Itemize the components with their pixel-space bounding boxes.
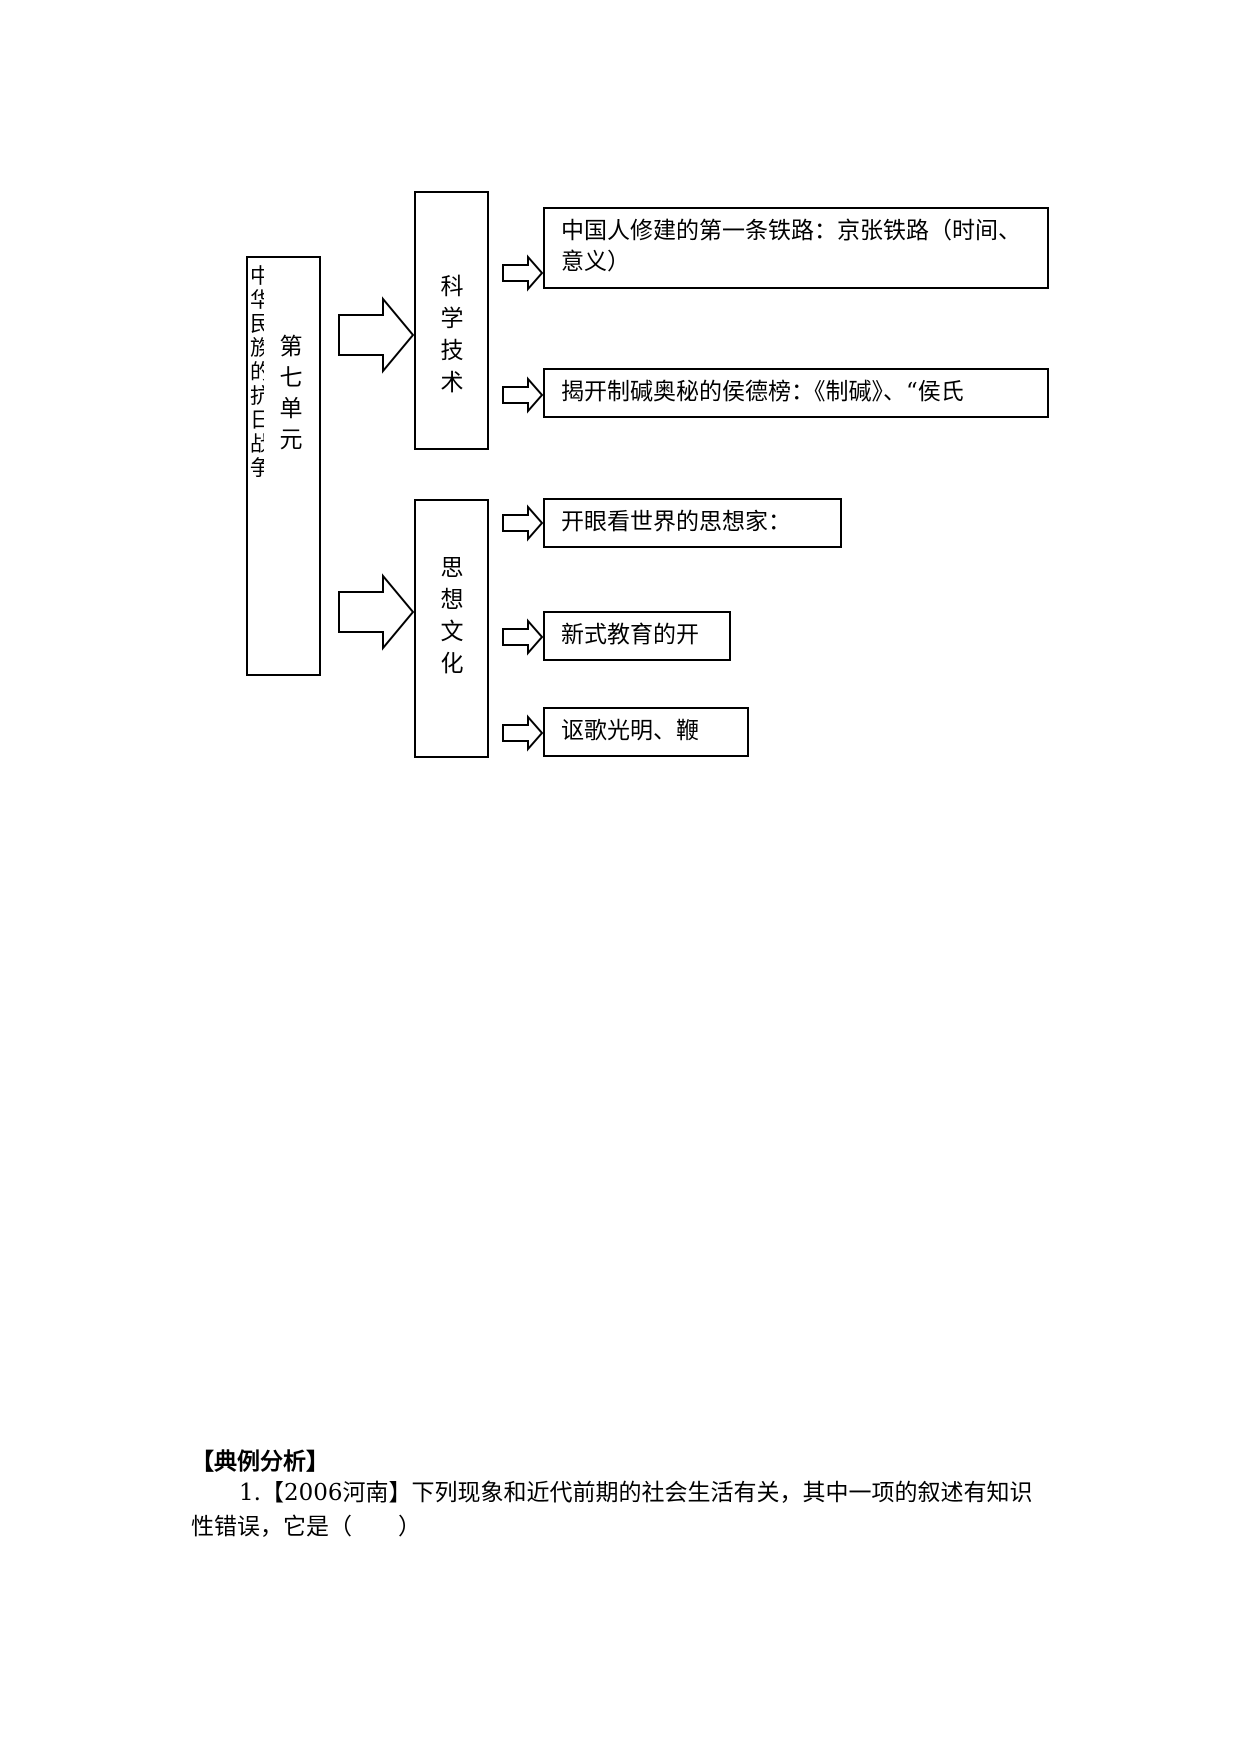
branch-char: 技 (440, 338, 464, 364)
leaf-education-text: 新式教育的开 (561, 622, 699, 648)
leaf-thinkers (543, 498, 842, 548)
branch-char: 化 (440, 651, 464, 677)
root-clipped-char: 争 (250, 456, 264, 480)
branch-thought-culture-label: 思 想 文 化 (436, 552, 468, 680)
root-label: 第 七 单 元 (276, 332, 306, 456)
branch-char: 思 (440, 555, 464, 581)
branch-char: 文 (440, 619, 464, 645)
arrow-to-science (338, 296, 415, 374)
branch-char: 术 (440, 370, 464, 396)
branch-char: 学 (440, 306, 464, 332)
arrow-to-leaf (502, 504, 544, 542)
section-heading: 【典例分析】 (191, 1449, 329, 1475)
root-clipped-char: 抗 (250, 384, 264, 408)
leaf-education (543, 611, 731, 661)
root-clipped-label: 中 华 民 族 的 抗 日 战 争 (250, 264, 264, 484)
leaf-literature (543, 707, 749, 757)
root-clipped-char: 的 (250, 360, 264, 384)
leaf-railway-text: 中国人修建的第一条铁路：京张铁路（时间、意义） (561, 218, 1021, 275)
arrow-to-leaf (502, 376, 544, 414)
root-clipped-char: 华 (250, 288, 264, 312)
root-node (246, 256, 321, 676)
root-char: 单 (279, 396, 303, 422)
question-paragraph: 1.【2006河南】下列现象和近代前期的社会生活有关，其中一项的叙述有知识性错误… (191, 1476, 1051, 1544)
root-char: 元 (279, 427, 303, 453)
root-clipped-char: 日 (250, 408, 264, 432)
branch-science-tech (414, 191, 489, 450)
question-number: 1. (239, 1480, 261, 1506)
arrow-to-leaf (502, 714, 544, 752)
question-source: 【2006河南】 (260, 1480, 412, 1506)
branch-char: 想 (440, 587, 464, 613)
branch-thought-culture (414, 499, 489, 758)
question-text: 下列现象和近代前期的社会生活有关，其中一项的叙述有知识性错误，它是（ ） (191, 1480, 1033, 1540)
root-char: 第 (279, 334, 303, 360)
arrow-to-leaf (502, 618, 544, 656)
leaf-soda-text: 揭开制碱奥秘的侯德榜：《制碱》、“侯氏 (561, 379, 964, 405)
arrow-to-culture (338, 573, 415, 651)
arrow-to-leaf (502, 254, 544, 292)
root-clipped-char: 中 (250, 264, 264, 288)
branch-char: 科 (440, 274, 464, 300)
root-clipped-char: 战 (250, 432, 264, 456)
leaf-literature-text: 讴歌光明、鞭 (561, 718, 699, 744)
root-char: 七 (279, 365, 303, 391)
leaf-railway (543, 207, 1049, 289)
branch-science-tech-label: 科 学 技 术 (436, 271, 468, 399)
leaf-soda (543, 368, 1049, 418)
root-clipped-char: 民 (250, 312, 264, 336)
root-clipped-char: 族 (250, 336, 264, 360)
leaf-thinkers-text: 开眼看世界的思想家： (561, 509, 791, 535)
